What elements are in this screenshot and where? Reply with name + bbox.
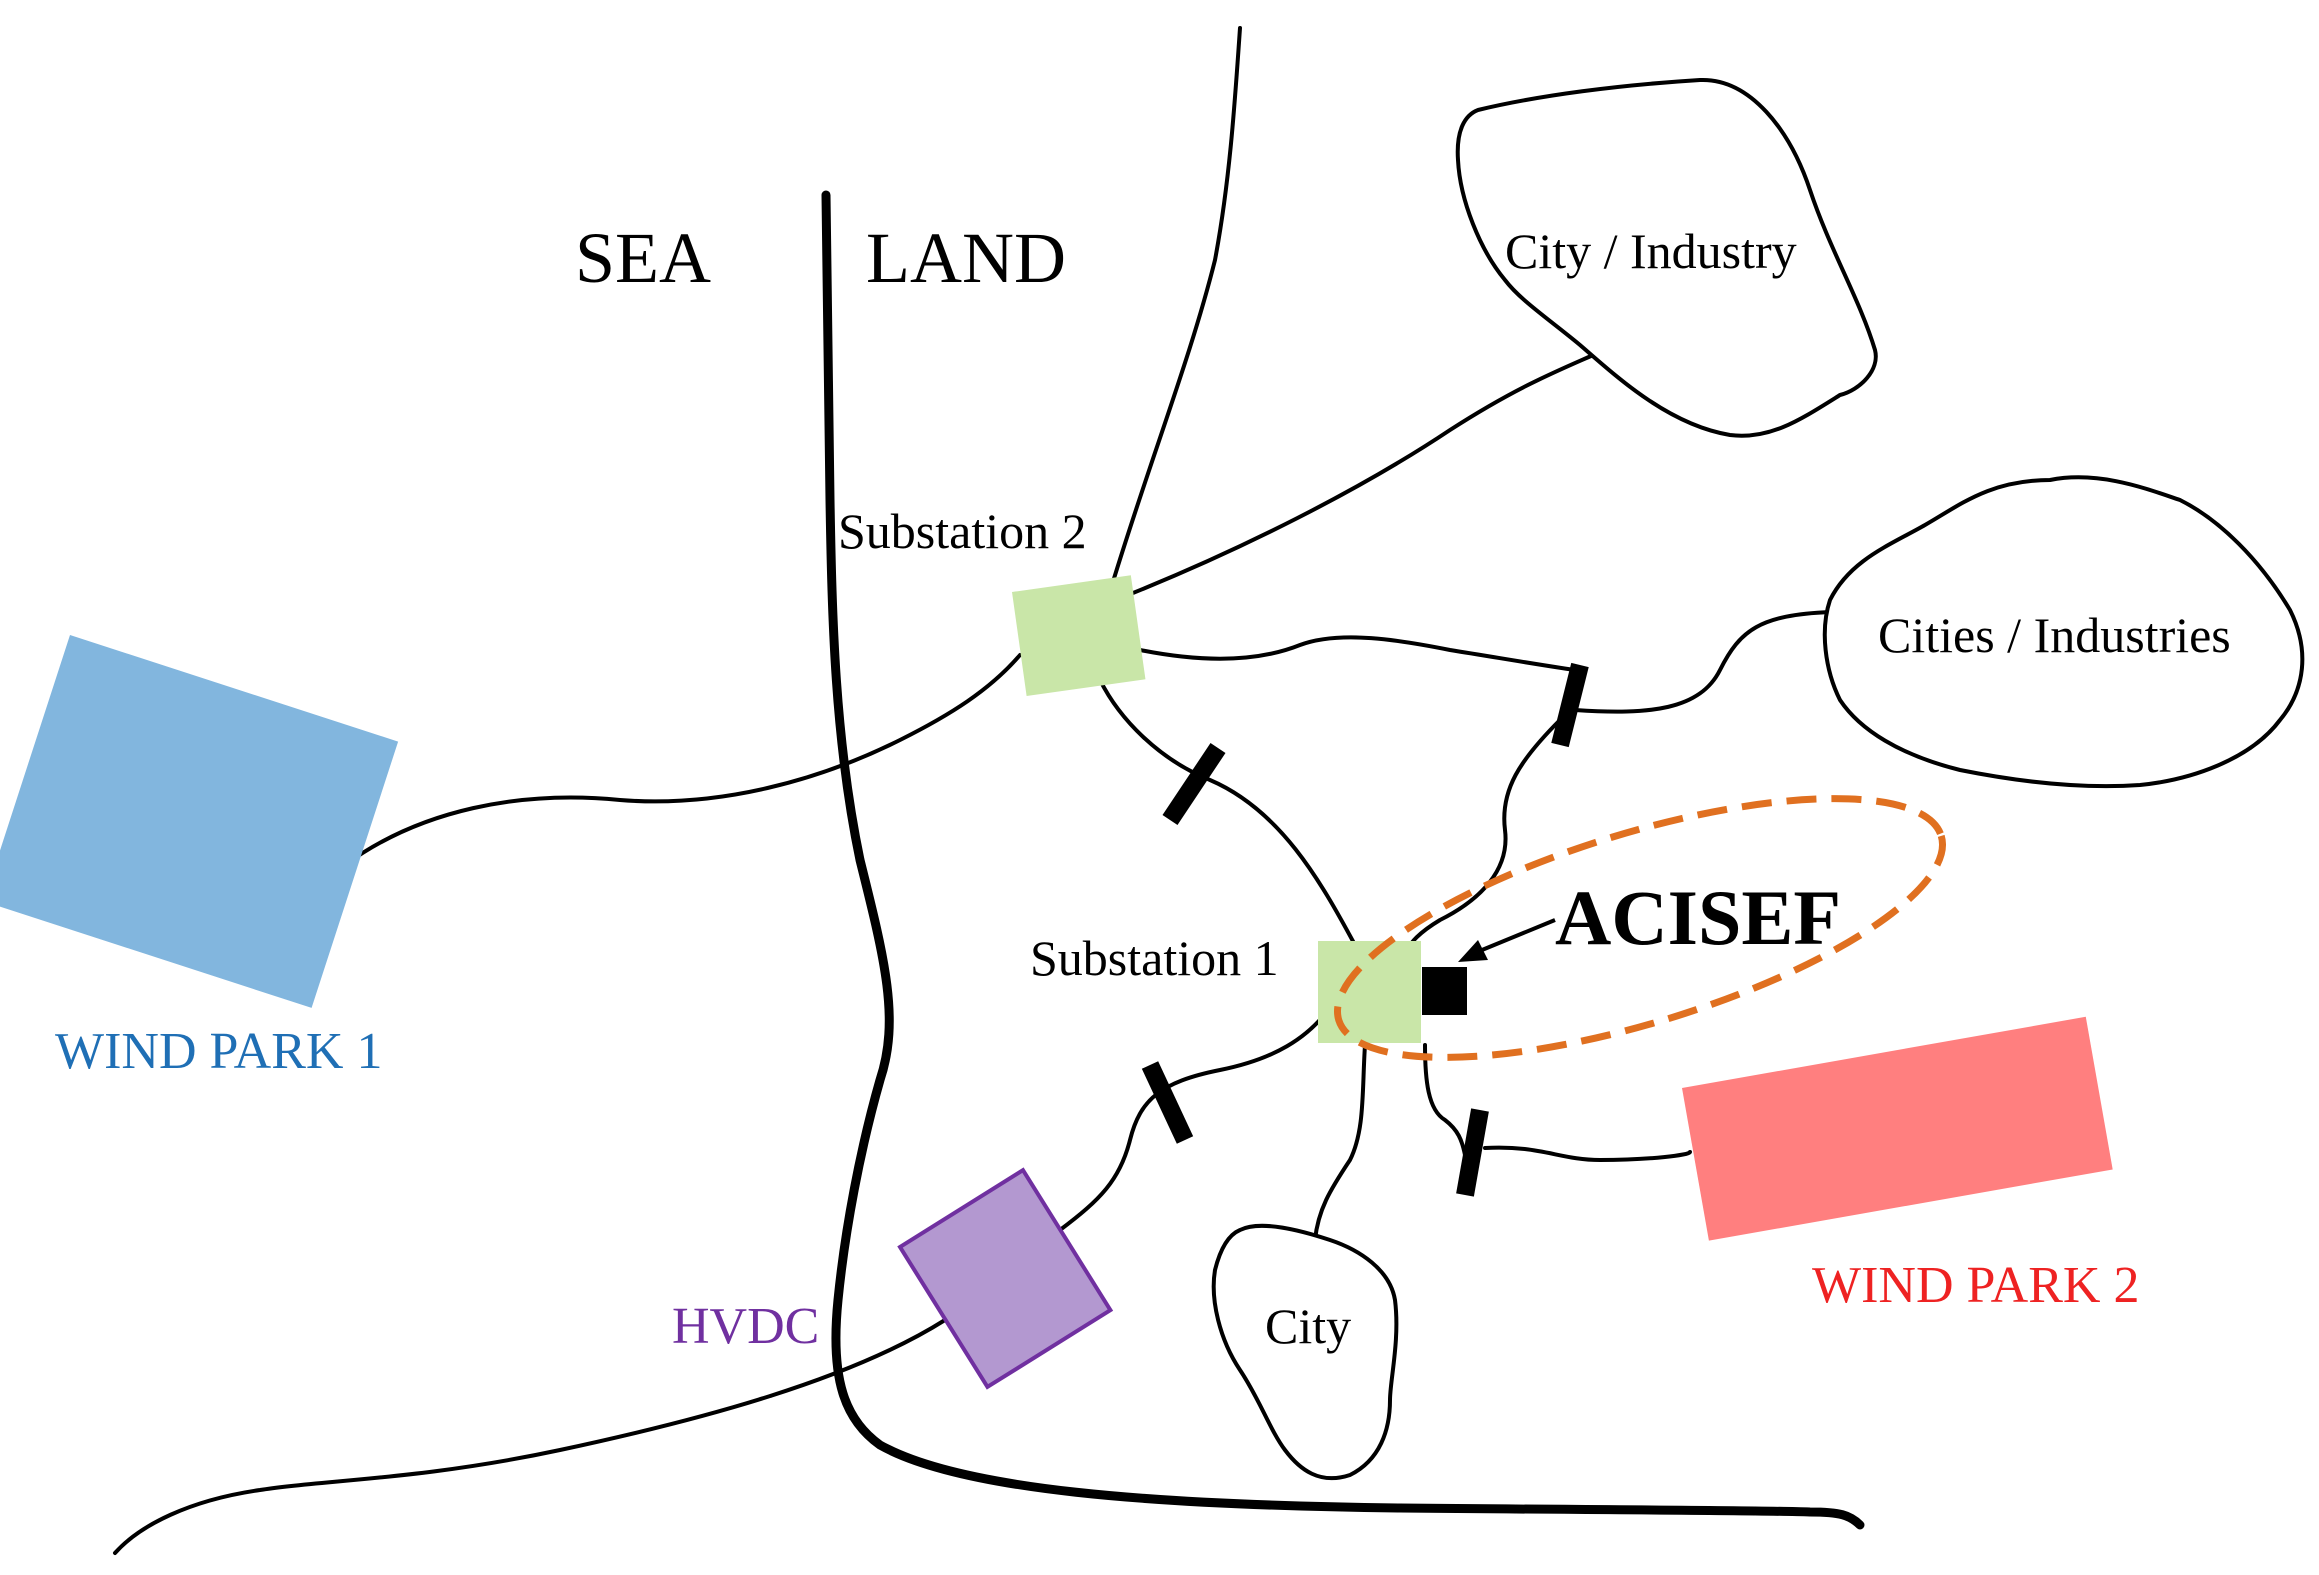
line-substation1-southeast [1423, 1043, 1467, 1157]
substation-2-box [1012, 575, 1146, 696]
wind-park-2 [1682, 1016, 2113, 1241]
sea-label: SEA [575, 218, 711, 298]
city-area [1211, 1223, 1399, 1481]
line-substation1-hvdc [1048, 998, 1337, 1242]
hvdc-label: HVDC [672, 1298, 819, 1355]
coastline [821, 190, 1865, 1530]
acisef-label: ACISEF [1555, 874, 1841, 961]
load-areas [1211, 77, 2305, 1481]
substation-1-box [1318, 941, 1421, 1043]
line-substation2-cityindustry [1126, 350, 1602, 597]
circuit-breakers [1141, 662, 1589, 1197]
cities-industries-area [1822, 475, 2305, 789]
wind-park-1-label: WIND PARK 1 [55, 1023, 382, 1080]
breaker-southeast [1456, 1108, 1489, 1197]
line-windpark1-substation2 [343, 653, 1022, 867]
land-label: LAND [866, 218, 1066, 298]
line-substation2-substation1 [1098, 678, 1357, 947]
city-label: City [1265, 1298, 1351, 1354]
cities-industries-label: Cities / Industries [1878, 607, 2231, 663]
line-east-substation1 [1403, 718, 1562, 954]
acisef-arrow-shaft [1481, 918, 1556, 952]
hvdc-station [897, 1167, 1114, 1390]
line-east-citiesindustries [1573, 610, 1832, 714]
line-southeast-windpark2 [1483, 1145, 1692, 1162]
city-industry-area [1455, 77, 1878, 438]
city-industry-label: City / Industry [1505, 223, 1797, 279]
wind-park-1 [0, 635, 399, 1008]
breaker-west [1141, 1061, 1194, 1144]
line-substation2-east [1138, 635, 1577, 672]
breaker-north [1162, 743, 1226, 825]
acisef-highlight-ellipse [1333, 795, 1947, 1061]
substation-1-label: Substation 1 [1030, 930, 1279, 986]
transmission-lines [113, 26, 1832, 1555]
line-substation2-north [1110, 26, 1242, 587]
breaker-east [1551, 662, 1589, 748]
acisef-arrow-head [1458, 940, 1488, 962]
substation-2-label: Substation 2 [838, 503, 1087, 559]
line-hvdc-sea [113, 1318, 947, 1555]
wind-park-2-label: WIND PARK 2 [1812, 1257, 2139, 1314]
acisef-device [1422, 967, 1467, 1015]
line-substation1-city [1313, 1043, 1367, 1242]
